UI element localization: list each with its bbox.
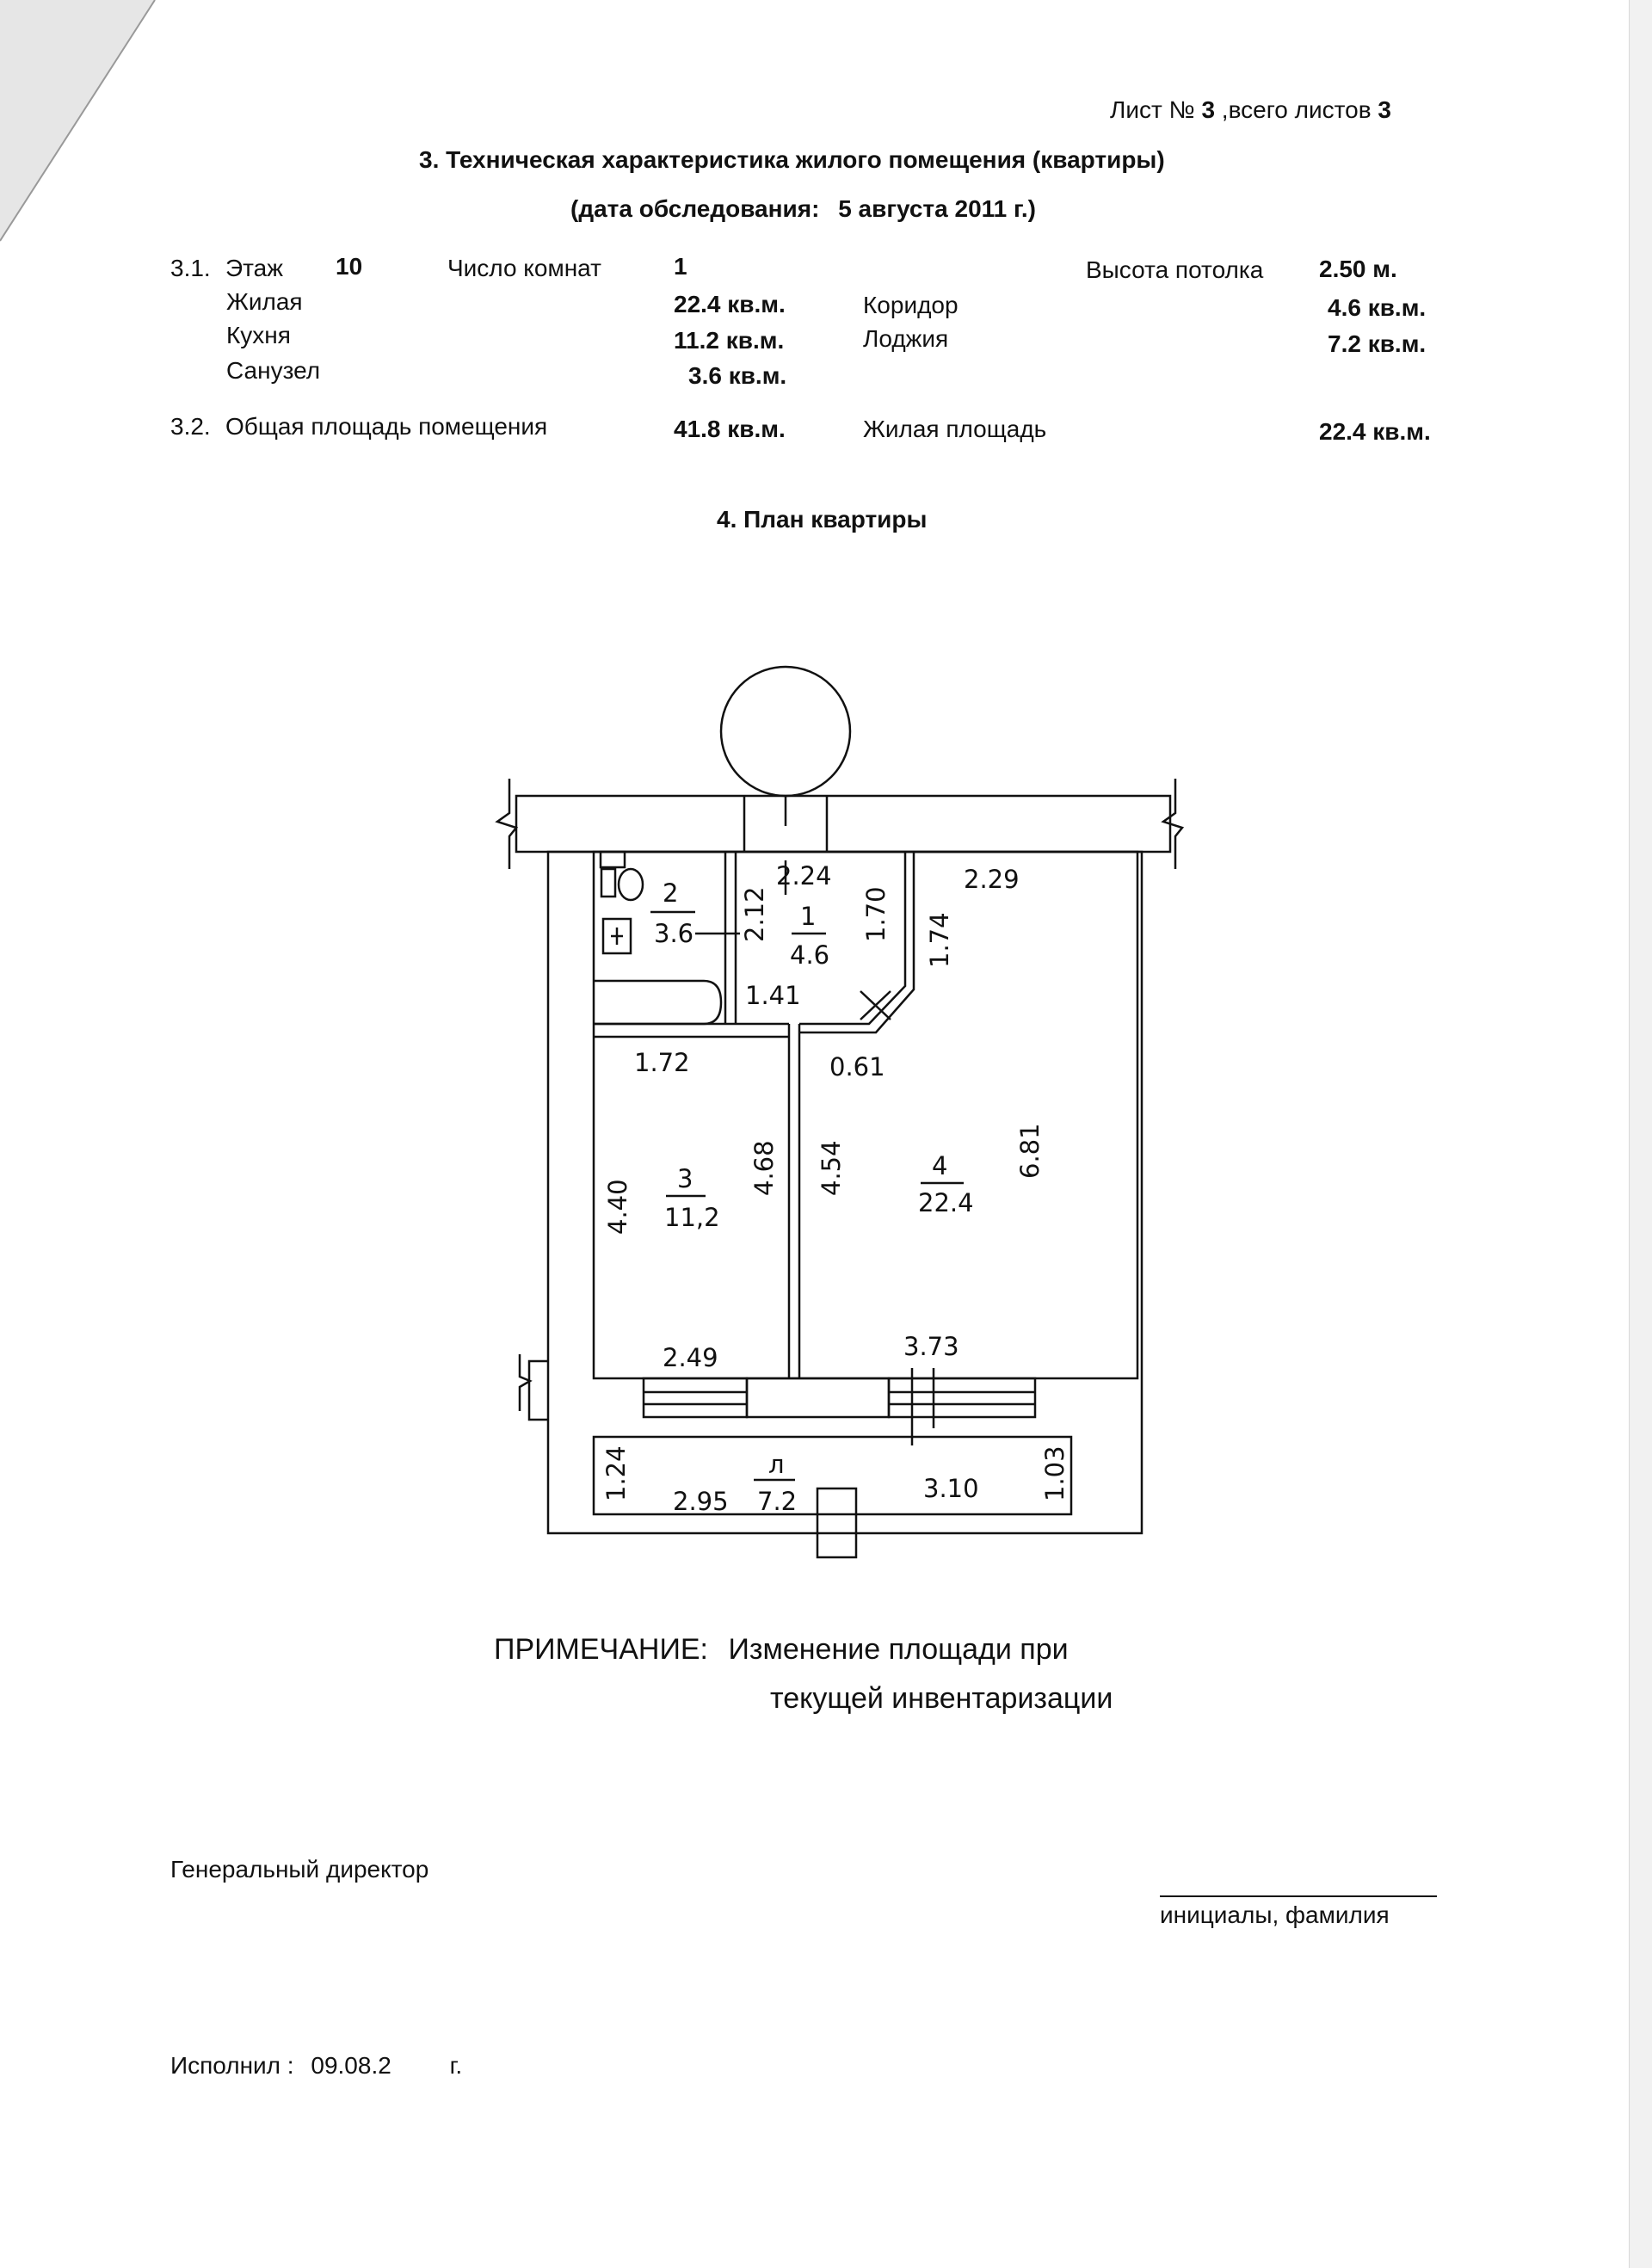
sheet-label: Лист № [1110,96,1195,123]
total-sheets-number: 3 [1378,96,1391,123]
dim-1-72: 1.72 [634,1048,690,1077]
signature-line [1160,1895,1437,1897]
dim-3-10: 3.10 [923,1474,979,1503]
dim-2-95: 2.95 [673,1487,729,1516]
sheet-number: 3 [1201,96,1216,123]
total-area-value: 41.8 кв.м. [674,416,786,442]
door-loggia [745,1377,891,1419]
loggia-protrusion [816,1487,858,1559]
note-text-2: текущей инвентаризации [770,1682,1113,1715]
survey-date-label: (дата обследования: [570,195,820,222]
total-sheets-label: ,всего листов [1221,96,1372,123]
section-3-1-number: 3.1. [170,255,211,281]
corridor-value: 4.6 кв.м. [1328,294,1427,321]
dim-0-61: 0.61 [829,1052,885,1082]
dim-6-81: 6.81 [1015,1123,1045,1179]
section-title: 3. Техническая характеристика жилого пом… [419,146,1165,173]
note-text-1: Изменение площади при [728,1633,1069,1666]
executed-label: Исполнил : [170,2052,294,2079]
room-4-number: 4 [932,1151,947,1180]
loggia-value: 7.2 кв.м. [1328,330,1427,357]
living-label: Жилая [226,288,303,315]
dim-1-24: 1.24 [601,1445,631,1501]
living-area-value: 22.4 кв.м. [1319,418,1431,445]
break-mark-left [495,779,519,869]
note-label: ПРИМЕЧАНИЕ: [494,1633,709,1666]
note-line-1: ПРИМЕЧАНИЕ: Изменение площади при [494,1633,1069,1667]
bathroom-value: 3.6 кв.м. [688,362,787,389]
living-area-label: Жилая площадь [863,416,1047,442]
loggia [592,1435,1073,1516]
survey-date-value: 5 августа 2011 г.) [838,195,1036,222]
survey-date-line: (дата обследования: 5 августа 2011 г.) [570,195,1036,223]
bathroom-label: Санузел [226,357,321,384]
dim-1-03: 1.03 [1040,1445,1069,1501]
room-1-area: 4.6 [790,940,829,970]
exterior-beam [515,794,1172,854]
executed-line: Исполнил : 09.08.2 г. [170,2052,462,2080]
dim-4-54: 4.54 [817,1140,846,1196]
ceiling-label: Высота потолка [1086,256,1264,283]
sink [601,917,632,955]
ceiling-value: 2.50 м. [1319,256,1397,282]
dim-2-24: 2.24 [776,861,832,891]
dim-2-29: 2.29 [964,865,1020,894]
window-kitchen [642,1377,749,1419]
kitchen-label: Кухня [226,322,291,348]
room-1-number: 1 [800,902,816,931]
shaft-circle [719,665,852,798]
dim-1-74: 1.74 [925,912,954,968]
sheet-number-line: Лист № 3 ,всего листов 3 [1110,96,1391,124]
kitchen-value: 11.2 кв.м. [674,327,785,354]
dim-3-73: 3.73 [903,1332,959,1361]
page-edge [1629,0,1652,2268]
dim-1-70: 1.70 [861,886,891,942]
rooms-value: 1 [674,253,687,280]
executed-suffix: г. [449,2052,463,2079]
floor-label: Этаж [225,255,283,281]
room-2-number: 2 [663,878,678,908]
dim-1-41: 1.41 [745,981,801,1010]
corridor-label: Коридор [863,292,959,318]
signature-position: Генеральный директор [170,1856,429,1883]
bathtub [594,979,723,1026]
page-curl [0,0,156,242]
floor-plan: 2 3.6 1 4.6 3 11,2 4 22.4 л 7.2 2.24 2.2… [495,665,1185,1559]
toilet-tank [600,867,617,898]
rooms-label: Число комнат [447,255,601,281]
dim-2-12: 2.12 [740,886,769,942]
loggia-number: л [768,1450,785,1479]
room-3-area: 11,2 [664,1203,720,1232]
section-3-2-number: 3.2. [170,413,211,440]
total-area-label: Общая площадь помещения [225,413,548,440]
room-3-number: 3 [677,1164,693,1193]
signature-caption: инициалы, фамилия [1160,1901,1390,1928]
loggia-area: 7.2 [757,1487,797,1516]
room-2-area: 3.6 [654,919,693,948]
room-4-area: 22.4 [918,1188,974,1217]
toilet-bowl [617,867,644,902]
dim-4-68: 4.68 [749,1140,779,1196]
executed-date: 09.08.2 [311,2052,391,2079]
loggia-label: Лоджия [863,325,949,352]
dim-2-49: 2.49 [663,1343,718,1372]
plan-title: 4. План квартиры [717,506,928,533]
window-room [887,1377,1037,1419]
living-value: 22.4 кв.м. [674,291,786,317]
floor-value: 10 [336,253,363,280]
dim-4-40: 4.40 [603,1179,632,1235]
break-mark-right [1161,779,1185,869]
